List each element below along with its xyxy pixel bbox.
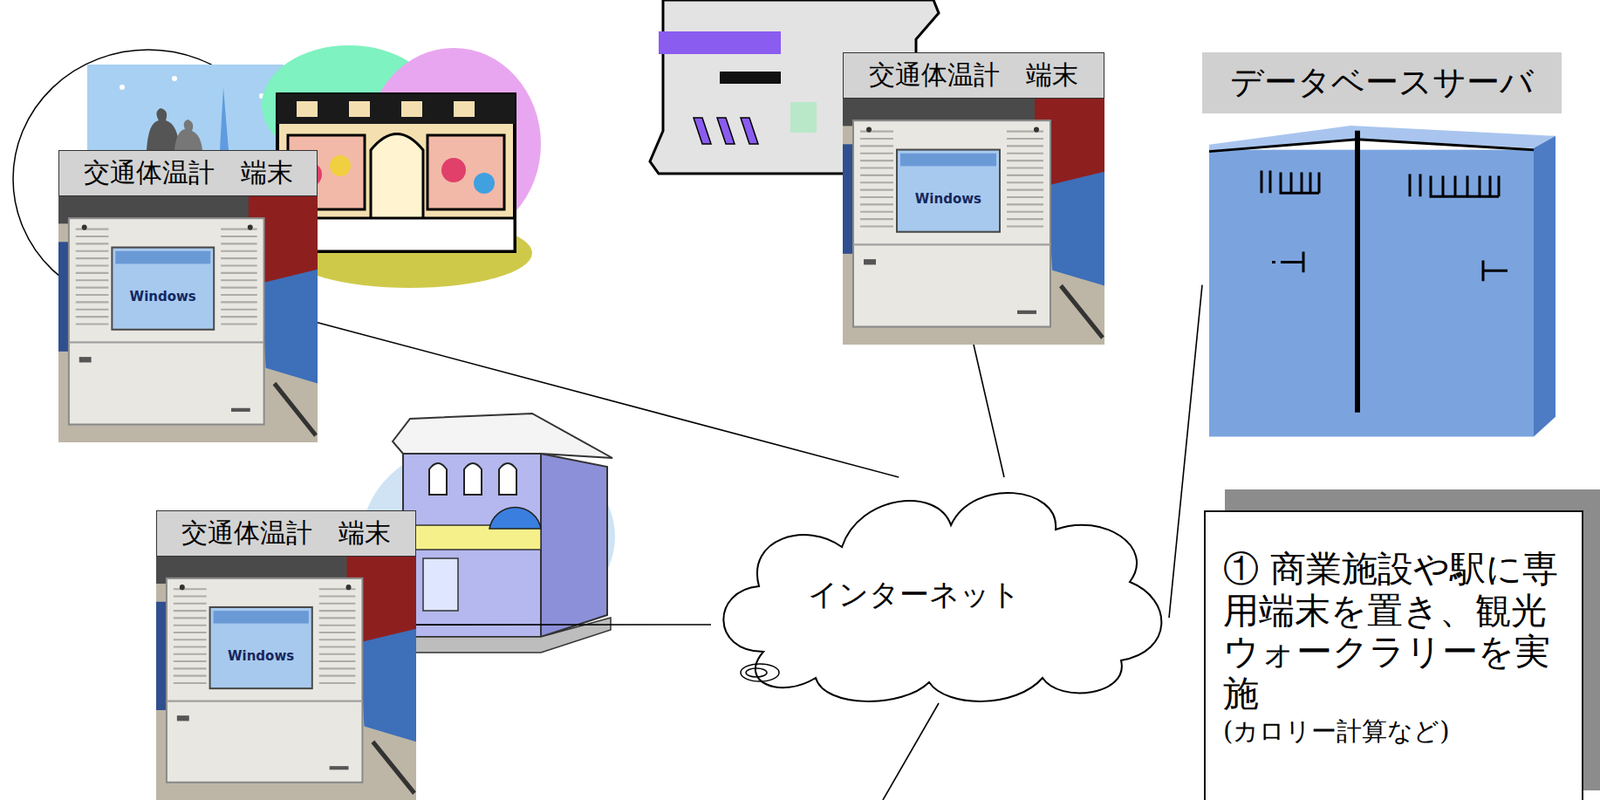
building-door — [423, 558, 459, 611]
tower — [219, 87, 229, 151]
terminal-photo — [156, 556, 417, 800]
goods — [329, 155, 351, 177]
person — [146, 108, 180, 151]
terminal-photo — [58, 196, 318, 444]
screen-logo: Windows — [915, 191, 982, 207]
server-label: データベースサーバ — [1202, 52, 1562, 114]
screen-logo: Windows — [129, 288, 197, 305]
network-line — [882, 703, 939, 800]
snow — [171, 75, 178, 82]
terminal-label: 交通体温計 端末 — [58, 150, 318, 197]
note-text: (カロリー計算など) — [1223, 714, 1570, 749]
building-windows — [429, 463, 517, 495]
internet-cloud: インターネット — [711, 477, 1170, 705]
terminal-photo — [842, 98, 1105, 346]
terminal-photo — [156, 556, 417, 800]
sign-marks — [296, 101, 475, 117]
network-link — [1169, 285, 1203, 619]
terminal-label: 交通体温計 端末 — [156, 510, 417, 557]
building-awning — [489, 506, 541, 529]
terminal-photo — [842, 98, 1105, 346]
shop-window — [427, 135, 505, 210]
building-base — [410, 617, 611, 653]
printer-strip — [658, 31, 781, 55]
terminal-label: 交通体温計 端末 — [842, 52, 1105, 99]
cloud-label: インターネット — [807, 566, 1074, 616]
goods — [473, 172, 495, 194]
building-roof — [392, 413, 613, 459]
sky — [87, 64, 284, 152]
network-link — [317, 322, 899, 478]
note-box: ① 商業施設や駅に専用端末を置き、観光ウォークラリーを実施(カロリー計算など) — [1203, 510, 1584, 800]
server-illustration — [1202, 118, 1562, 447]
snow — [119, 84, 125, 90]
building-front — [403, 449, 541, 637]
screen-logo: Windows — [227, 648, 295, 664]
building-side — [540, 453, 608, 637]
shop-sign — [277, 94, 515, 124]
network-link — [973, 344, 1005, 478]
cloud-shape — [723, 492, 1162, 702]
server-illustration — [1209, 125, 1556, 438]
goods — [441, 157, 466, 183]
terminal-photo — [58, 196, 318, 444]
note-text: ① 商業施設や駅に専用端末を置き、観光ウォークラリーを実施 — [1223, 548, 1570, 715]
network-link — [416, 623, 712, 626]
printer-panel — [790, 102, 817, 133]
person — [174, 119, 203, 151]
printer-keys — [693, 117, 759, 144]
server-node: データベースサーバ — [1202, 52, 1562, 447]
printer-slot — [719, 71, 781, 84]
